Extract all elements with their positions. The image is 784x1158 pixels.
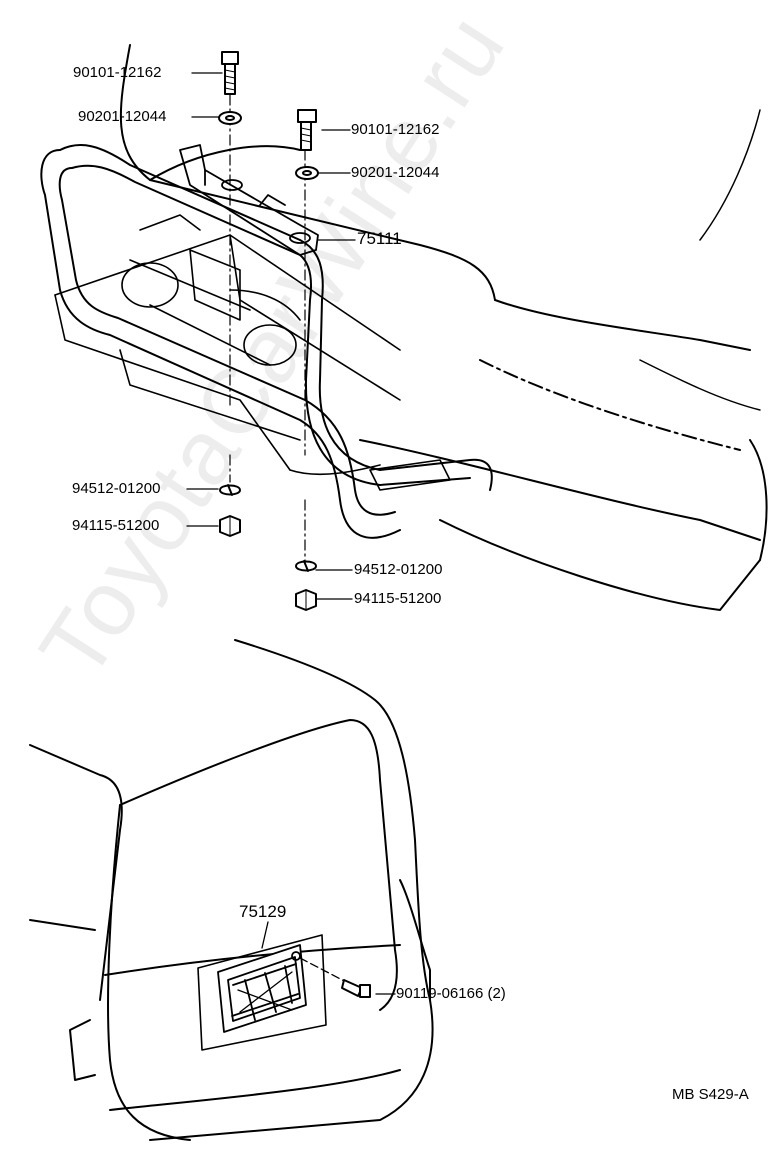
washer-right-icon (295, 166, 319, 180)
callout-washer-top-right: 90201-12044 (351, 164, 440, 181)
washer-left-icon (218, 111, 242, 125)
nut-right-icon (295, 589, 317, 611)
callout-lockwasher-left: 94512-01200 (72, 480, 161, 497)
bolt-right-icon (297, 109, 317, 151)
callout-bracket: 75111 (357, 229, 402, 248)
callout-screw: 90119-06166 (2) (396, 985, 506, 1002)
figure-code: MB S429-A (672, 1086, 749, 1103)
callout-nut-right: 94115-51200 (354, 590, 442, 607)
lockwasher-right-icon (295, 560, 317, 572)
screw-icon (341, 979, 371, 998)
leader-lines-upper (186, 72, 356, 600)
plate-bracket-75129 (217, 944, 307, 1033)
license-plate-recess (197, 934, 327, 1051)
bracket-75111 (179, 144, 319, 256)
lockwasher-left-icon (219, 484, 241, 496)
callout-bolt-top-left: 90101-12162 (73, 64, 162, 81)
callout-nut-left: 94115-51200 (72, 517, 160, 534)
nut-left-icon (219, 515, 241, 537)
callout-bolt-top-right: 90101-12162 (351, 121, 440, 138)
callout-washer-top-left: 90201-12044 (78, 108, 167, 125)
bolt-center-lines (229, 94, 306, 563)
callout-plate-bracket: 75129 (239, 902, 287, 921)
vehicle-rear-body-upper (119, 44, 768, 611)
grille-guard (40, 144, 493, 539)
vehicle-rear-body-lower (29, 639, 434, 1141)
callout-lockwasher-right: 94512-01200 (354, 561, 443, 578)
bolt-left-icon (221, 51, 239, 95)
